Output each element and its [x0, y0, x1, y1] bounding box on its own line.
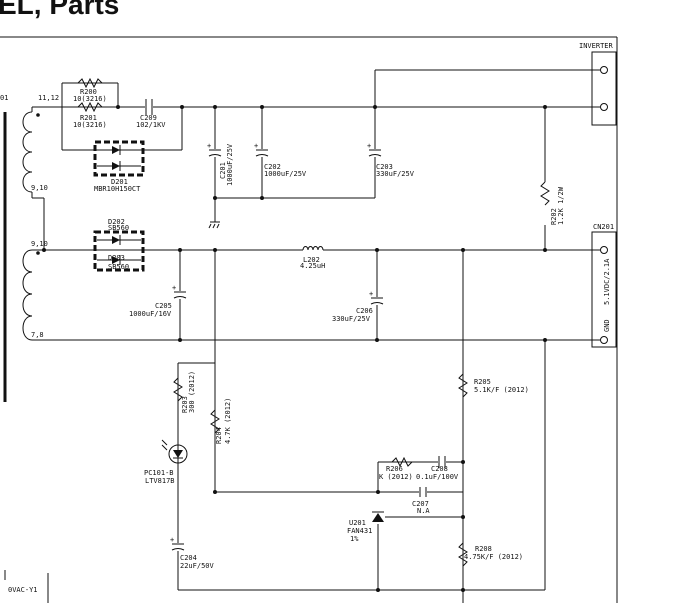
svg-text:+: +: [172, 284, 176, 292]
svg-text:4.75K/F (2012): 4.75K/F (2012): [464, 553, 523, 561]
svg-text:D201: D201: [111, 178, 128, 186]
svg-text:4.25uH: 4.25uH: [300, 262, 325, 270]
svg-text:MBR10H150CT: MBR10H150CT: [94, 185, 141, 193]
svg-text:1000uF/25V: 1000uF/25V: [226, 143, 234, 186]
svg-text:330uF/25V: 330uF/25V: [376, 170, 415, 178]
svg-text:SB560: SB560: [108, 263, 129, 271]
svg-text:+: +: [254, 142, 258, 150]
svg-text:300 (2012): 300 (2012): [188, 371, 196, 413]
shunt-regulator-u201: U201 FAN431 1%: [347, 510, 385, 543]
svg-text:10(3216): 10(3216): [73, 95, 107, 103]
resistor-r200: R200 10(3216): [73, 77, 107, 103]
cn201-pin1-label: 5.1VDC/2.1A: [603, 258, 611, 305]
diode-d202-d203: D202 SB560 D203 SB560: [93, 218, 145, 272]
transformer-ref: 01: [0, 94, 8, 102]
diode-d201: D201 MBR10H150CT: [93, 140, 145, 193]
svg-text:R201: R201: [80, 114, 97, 122]
resistor-r206: R206 K (2012): [379, 456, 413, 481]
pin-label-mid-a: 9,10: [31, 184, 48, 192]
resistor-r204: R204 4.7K (2012): [210, 398, 232, 444]
svg-text:102/1KV: 102/1KV: [136, 121, 166, 129]
page-border: [0, 36, 618, 603]
wiring: [4, 69, 600, 603]
capacitor-c203: + C203 330uF/25V: [367, 142, 415, 178]
svg-text:+: +: [369, 290, 373, 298]
svg-text:R206: R206: [386, 465, 403, 473]
svg-text:C209: C209: [140, 114, 157, 122]
svg-text:C203: C203: [376, 163, 393, 171]
svg-text:K (2012): K (2012): [379, 473, 413, 481]
pin-label-top: 11,12: [38, 94, 59, 102]
svg-text:+: +: [207, 142, 211, 150]
resistor-r201: R201 10(3216): [73, 101, 107, 129]
svg-text:C202: C202: [264, 163, 281, 171]
svg-text:U201: U201: [349, 519, 366, 527]
junction-dots: [42, 105, 547, 592]
resistor-r208: R208 4.75K/F (2012): [458, 542, 523, 567]
svg-text:10(3216): 10(3216): [73, 121, 107, 129]
resistor-r203: R203 300 (2012): [173, 371, 196, 413]
svg-text:D202: D202: [108, 218, 125, 226]
svg-text:L202: L202: [303, 256, 320, 264]
page-title: EL, Parts: [0, 0, 119, 20]
svg-text:C207: C207: [412, 500, 429, 508]
svg-text:C206: C206: [356, 307, 373, 315]
capacitor-c202: + C202 1000uF/25V: [254, 142, 307, 178]
svg-text:C208: C208: [431, 465, 448, 473]
inverter-connector: INVERTER: [579, 42, 617, 126]
svg-text:R202: R202: [550, 208, 558, 225]
optocoupler-pc101: PC101-B LTV817B: [144, 439, 188, 485]
resistor-r205: R205 5.1K/F (2012): [458, 373, 529, 398]
svg-text:1%: 1%: [350, 535, 359, 543]
resistor-r202: R202 1.2K 1/2W: [540, 181, 565, 225]
svg-text:R204: R204: [215, 427, 223, 444]
svg-text:5.1K/F (2012): 5.1K/F (2012): [474, 386, 529, 394]
capacitor-c208: C208 0.1uF/100V: [416, 455, 459, 481]
svg-text:LTV817B: LTV817B: [145, 477, 175, 485]
capacitor-c201: + C201 1000uF/25V: [207, 142, 234, 229]
svg-text:SB560: SB560: [108, 224, 129, 232]
svg-text:+: +: [367, 142, 371, 150]
svg-text:R203: R203: [181, 396, 189, 413]
svg-text:0.1uF/100V: 0.1uF/100V: [416, 473, 459, 481]
svg-text:1000uF/25V: 1000uF/25V: [264, 170, 307, 178]
svg-text:N.A: N.A: [417, 507, 430, 515]
capacitor-c205: + C205 1000uF/16V: [129, 284, 187, 318]
svg-text:+: +: [170, 536, 174, 544]
capacitor-c207: C207 N.A: [412, 486, 430, 515]
svg-text:R200: R200: [80, 88, 97, 96]
svg-text:4.7K (2012): 4.7K (2012): [224, 398, 232, 444]
svg-text:C201: C201: [219, 162, 227, 179]
svg-text:1000uF/16V: 1000uF/16V: [129, 310, 172, 318]
cn201-label: CN201: [593, 223, 614, 231]
transformer: 01 11,12 9,10 9,10 7,8: [0, 94, 59, 402]
cn201-pin2-label: GND: [603, 319, 611, 332]
svg-text:22uF/50V: 22uF/50V: [180, 562, 215, 570]
pin-label-mid-b: 9,10: [31, 240, 48, 248]
cy1-label: 0VAC-Y1: [8, 586, 38, 594]
svg-text:FAN431: FAN431: [347, 527, 372, 535]
inductor-l202: L202 4.25uH: [300, 243, 325, 270]
capacitor-c204: + C204 22uF/50V: [170, 536, 215, 570]
inverter-label: INVERTER: [579, 42, 614, 50]
capacitor-c209: C209 102/1KV: [136, 98, 166, 129]
svg-text:330uF/25V: 330uF/25V: [332, 315, 371, 323]
svg-text:PC101-B: PC101-B: [144, 469, 174, 477]
svg-text:D203: D203: [108, 254, 125, 262]
svg-text:C205: C205: [155, 302, 172, 310]
capacitor-c206: + C206 330uF/25V: [332, 290, 384, 323]
svg-text:R208: R208: [475, 545, 492, 553]
svg-text:1.2K 1/2W: 1.2K 1/2W: [557, 186, 565, 225]
pin-label-bottom: 7,8: [31, 331, 44, 339]
cn201-connector: CN201 5.1VDC/2.1A GND: [591, 223, 617, 348]
svg-text:C204: C204: [180, 554, 197, 562]
svg-text:R205: R205: [474, 378, 491, 386]
